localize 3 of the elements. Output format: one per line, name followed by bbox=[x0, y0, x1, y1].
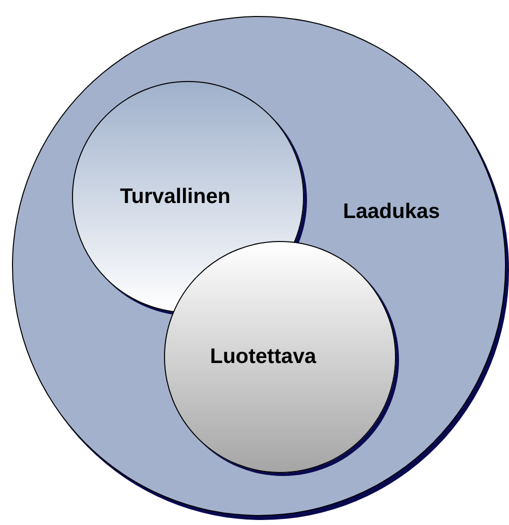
circle-label: Turvallinen bbox=[120, 185, 230, 209]
circle-label: Laadukas bbox=[343, 200, 440, 224]
circle-label: Luotettava bbox=[210, 345, 316, 369]
